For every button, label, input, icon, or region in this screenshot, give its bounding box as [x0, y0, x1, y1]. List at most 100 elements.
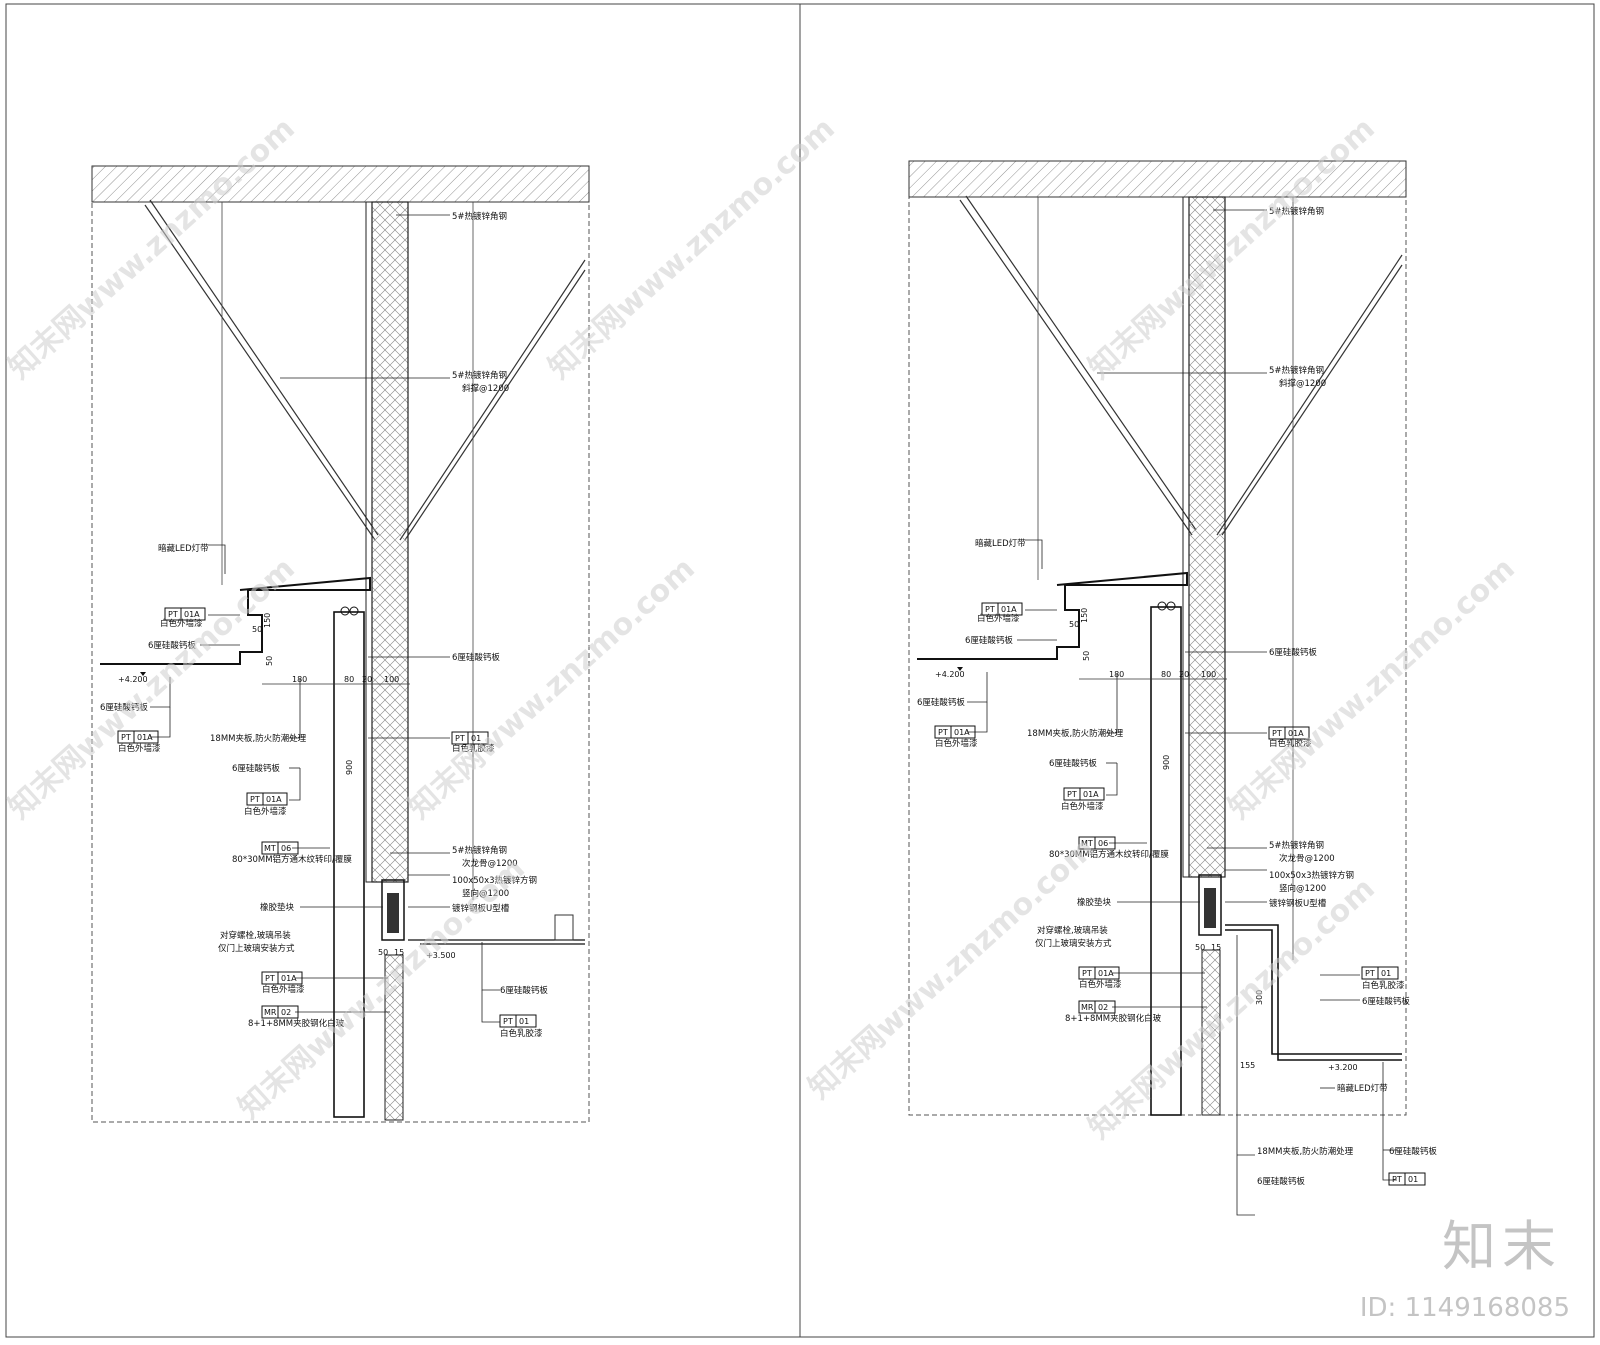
dim-50a-r: 50 [1069, 620, 1079, 629]
svg-text:01: 01 [471, 734, 481, 743]
elev-3500: +3.500 [426, 951, 456, 960]
svg-text:PT: PT [938, 728, 948, 737]
label-latex-2-r: 白色乳胶漆 [1362, 980, 1405, 991]
soffit-profile [100, 576, 371, 665]
label-calcium-1-r: 6厘硅酸钙板 [965, 635, 1013, 646]
label-angle-steel: 5#热镀锌角钢 [452, 211, 507, 222]
svg-text:01: 01 [1408, 1175, 1418, 1184]
svg-text:PT: PT [250, 795, 260, 804]
svg-text:PT: PT [503, 1017, 513, 1026]
dim-300-r: 300 [1255, 990, 1264, 1005]
label-paint-ext-r: 白色外墙漆 [977, 613, 1020, 624]
image-id: ID: 1149168085 [1359, 1293, 1570, 1323]
watermark-text-4: 知末网www.znzmo.com [2, 551, 302, 826]
label-led-2-r: 暗藏LED灯带 [1337, 1083, 1388, 1094]
svg-text:PT: PT [1272, 729, 1282, 738]
label-secondary-2-r: 次龙骨@1200 [1279, 853, 1335, 864]
watermark-text-1: 知末网www.znzmo.com [2, 111, 302, 386]
dim-50a: 50 [252, 625, 262, 634]
dim-100-r: 100 [1201, 670, 1216, 679]
svg-text:01A: 01A [184, 610, 200, 619]
label-calcium-4: 6厘硅酸钙板 [232, 763, 280, 774]
insulated-wall [371, 201, 409, 883]
label-plywood: 18MM夹板,防火防潮处理 [210, 733, 307, 744]
label-calcium-2: 6厘硅酸钙板 [452, 652, 500, 663]
svg-text:01A: 01A [1288, 729, 1304, 738]
left-section-detail: 150 50 50 180 80 20 100 900 50 15 +4.200… [91, 165, 590, 1123]
elev-4200-r: +4.200 [935, 670, 965, 679]
label-brace-1-r: 5#热镀锌角钢 [1269, 365, 1324, 376]
label-calcium-2-r: 6厘硅酸钙板 [1269, 647, 1317, 658]
label-glass-r: 8+1+8MM夹胶钢化白玻 [1065, 1013, 1162, 1024]
dim-20: 20 [362, 675, 372, 684]
slab-hatch-right [908, 160, 1407, 198]
diagonal-brace [144, 204, 376, 541]
label-square-steel-2-r: 竖向@1200 [1279, 883, 1326, 894]
elev-3200-r: +3.200 [1328, 1063, 1358, 1072]
label-paint-ext-4: 白色外墙漆 [262, 984, 305, 995]
dim-150-r: 150 [1080, 608, 1089, 623]
label-bolt-1-r: 对穿螺栓,玻璃吊装 [1037, 925, 1108, 936]
svg-text:02: 02 [281, 1008, 291, 1017]
label-calcium-3: 6厘硅酸钙板 [100, 702, 148, 713]
label-glass: 8+1+8MM夹胶钢化白玻 [248, 1018, 345, 1029]
label-mt-desc: 80*30MM铝方通木纹转印/覆膜 [232, 854, 352, 865]
dim-150: 150 [263, 613, 272, 628]
svg-text:PT: PT [1392, 1175, 1402, 1184]
dim-900-r: 900 [1162, 755, 1171, 770]
label-square-steel-1-r: 100x50x3热镀锌方钢 [1269, 870, 1354, 881]
dim-15: 15 [394, 948, 404, 957]
right-section-detail: 150 50 50 180 80 20 100 900 50 15 300 15… [908, 160, 1437, 1216]
label-calcium-3-r: 6厘硅酸钙板 [917, 697, 965, 708]
dim-80: 80 [344, 675, 354, 684]
dim-50-r: 50 [1195, 943, 1205, 952]
dim-20-r: 20 [1179, 670, 1189, 679]
watermark-layer: 知末网www.znzmo.com 知末网www.znzmo.com 知末网www… [2, 111, 1522, 1146]
label-latex-r: 白色乳胶漆 [1269, 738, 1312, 749]
label-led: 暗藏LED灯带 [158, 543, 209, 554]
label-calcium-1: 6厘硅酸钙板 [148, 640, 196, 651]
label-calcium-7-r: 6厘硅酸钙板 [1389, 1146, 1437, 1157]
svg-text:PT: PT [121, 733, 131, 742]
label-paint-ext: 白色外墙漆 [160, 618, 203, 629]
soffit-profile-right [917, 571, 1188, 660]
label-calcium-5-r: 6厘硅酸钙板 [1362, 996, 1410, 1007]
label-bolt-2: 仅门上玻璃安装方式 [218, 943, 295, 954]
label-angle-steel-r: 5#热镀锌角钢 [1269, 206, 1324, 217]
label-latex-2: 白色乳胶漆 [500, 1028, 543, 1039]
glass-panel [384, 954, 404, 1121]
label-secondary-1-r: 5#热镀锌角钢 [1269, 840, 1324, 851]
dim-50b: 50 [265, 656, 274, 666]
svg-text:PT: PT [1067, 790, 1077, 799]
label-bolt-1: 对穿螺栓,玻璃吊装 [220, 930, 291, 941]
svg-text:PT: PT [455, 734, 465, 743]
svg-text:MT: MT [1081, 839, 1093, 848]
svg-text:02: 02 [1098, 1003, 1108, 1012]
svg-text:06: 06 [281, 844, 291, 853]
svg-text:PT: PT [985, 605, 995, 614]
svg-text:01A: 01A [1001, 605, 1017, 614]
dim-180: 180 [292, 675, 307, 684]
watermark-text-5: 知末网www.znzmo.com [402, 551, 702, 826]
svg-text:PT: PT [265, 974, 275, 983]
label-paint-ext-3: 白色外墙漆 [244, 806, 287, 817]
tag-pt01a-a-r: PT 01A [981, 602, 1023, 616]
dim-900: 900 [345, 760, 354, 775]
label-latex: 白色乳胶漆 [452, 743, 495, 754]
dim-80-r: 80 [1161, 670, 1171, 679]
label-calcium-6-r: 6厘硅酸钙板 [1257, 1176, 1305, 1187]
diagonal-brace-2 [399, 259, 586, 541]
label-calcium-4-r: 6厘硅酸钙板 [1049, 758, 1097, 769]
label-brace-2-r: 斜撑@1200 [1279, 378, 1326, 389]
label-secondary-2: 次龙骨@1200 [462, 858, 518, 869]
tag-pt01a-d: PT 01A [261, 971, 303, 985]
svg-text:01A: 01A [281, 974, 297, 983]
svg-text:01: 01 [1381, 969, 1391, 978]
tag-pt01a-e-r: PT 01A [1268, 726, 1310, 740]
